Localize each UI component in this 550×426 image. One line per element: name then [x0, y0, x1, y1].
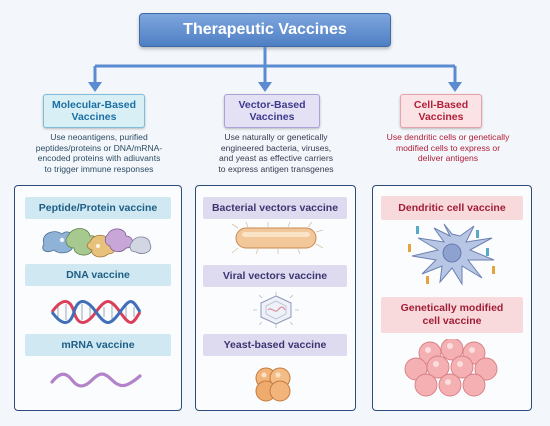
vaccine-label-bacterial-vectors: Bacterial vectors vaccine [203, 197, 347, 219]
vaccine-label-yeast-based: Yeast-based vaccine [203, 334, 347, 356]
cell-cluster-icon [404, 339, 498, 397]
dna-helix-icon [50, 300, 142, 324]
category-description-vector: Use naturally or genetically engineered … [218, 132, 334, 174]
vaccine-label-genetically-modified: Genetically modified cell vaccine [381, 297, 523, 333]
panel-molecular [14, 185, 182, 411]
category-title-molecular: Molecular-Based Vaccines [43, 94, 145, 128]
dendritic-cell-icon [408, 223, 495, 286]
connector-arrows [88, 47, 462, 92]
category-description-cell: Use dendritic cells or genetically modif… [386, 132, 510, 163]
category-description-molecular: Use neoantigens, purified peptides/prote… [35, 132, 163, 174]
protein-cluster-icon [42, 228, 152, 258]
category-title-cell: Cell-Based Vaccines [400, 94, 482, 128]
category-title-vector: Vector-Based Vaccines [224, 94, 320, 128]
virus-icon [253, 292, 299, 328]
vaccine-label-peptide-protein: Peptide/Protein vaccine [25, 197, 171, 219]
diagram-title: Therapeutic Vaccines [139, 13, 391, 47]
bacterium-icon [231, 222, 324, 254]
arrow-head-cell [448, 82, 462, 92]
vaccine-label-dendritic-cell: Dendritic cell vaccine [381, 196, 523, 220]
vaccine-label-dna: DNA vaccine [25, 264, 171, 286]
vaccine-label-viral-vectors: Viral vectors vaccine [203, 265, 347, 287]
mrna-strand-icon [50, 372, 142, 388]
arrow-head-molecular [88, 82, 102, 92]
arrow-head-vector [258, 82, 272, 92]
vaccine-label-mrna: mRNA vaccine [25, 334, 171, 356]
yeast-cells-icon [255, 367, 291, 402]
